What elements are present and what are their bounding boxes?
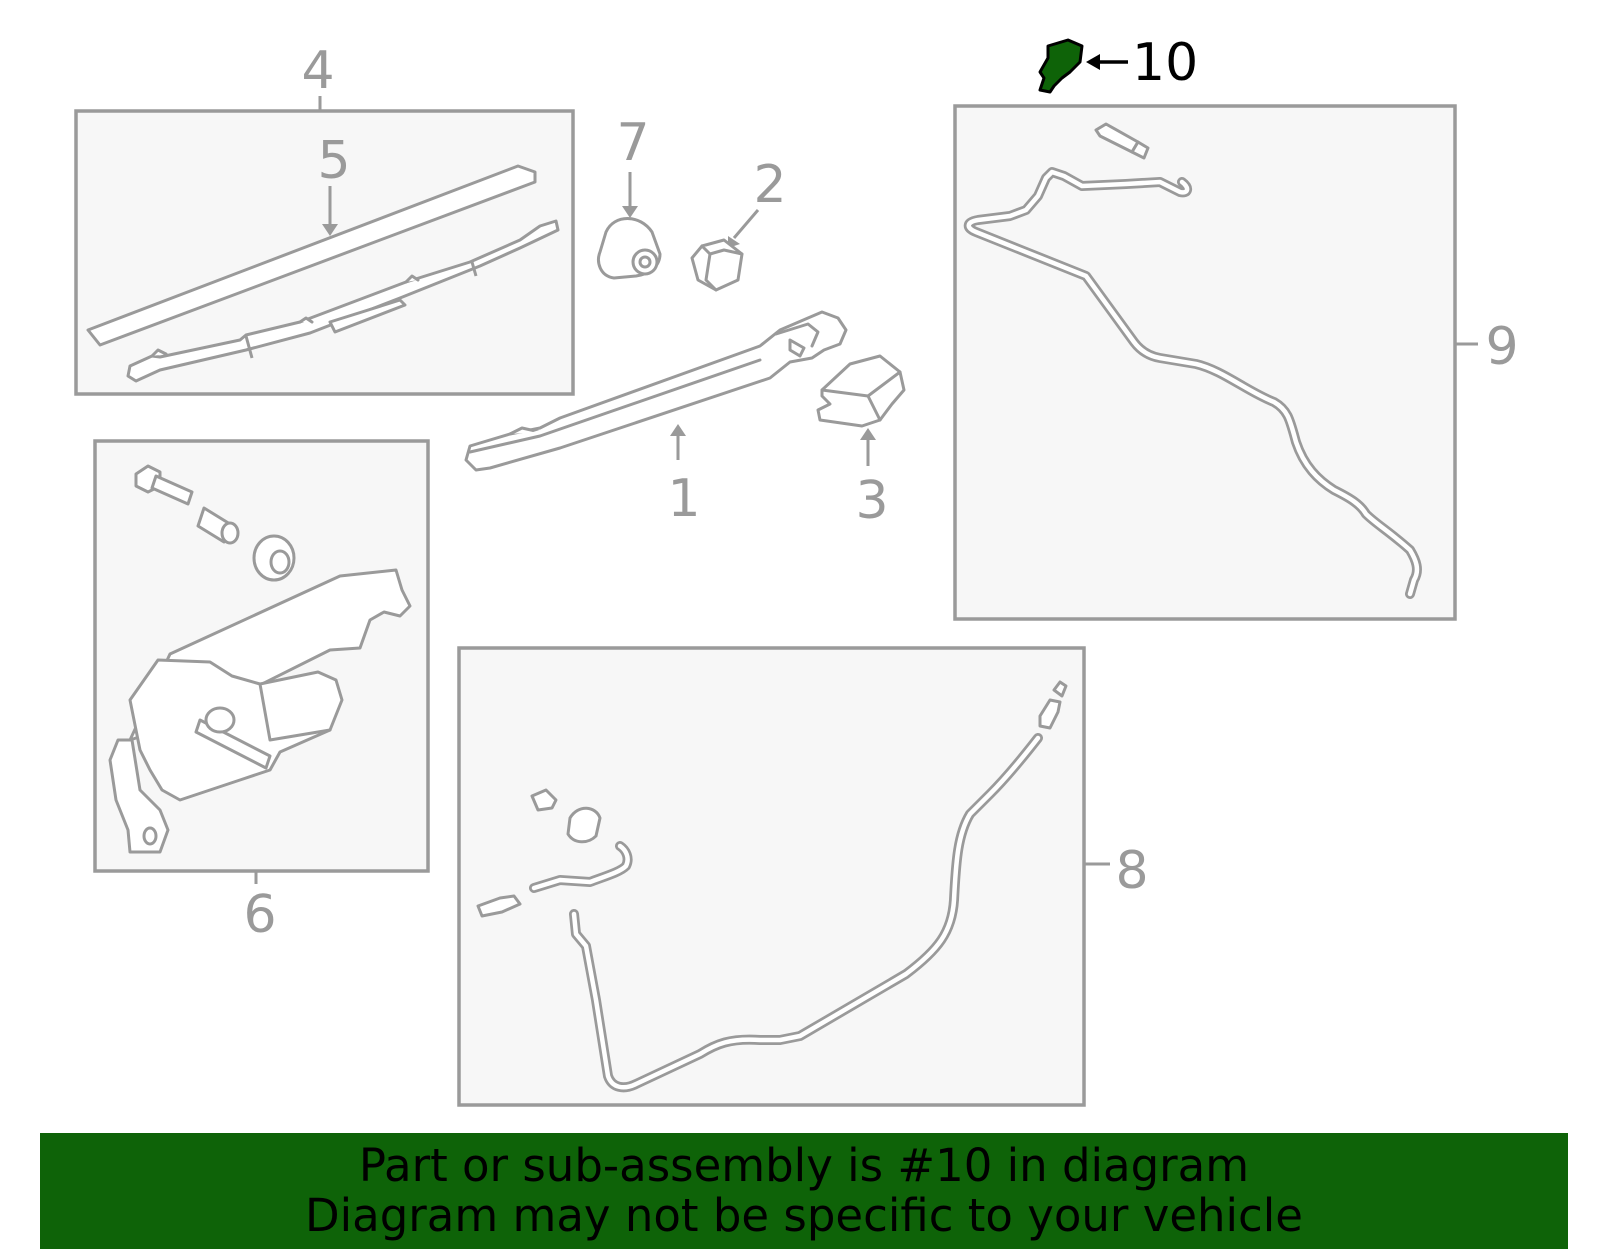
callout-9: 9 <box>1485 317 1518 377</box>
callout-10: 10 <box>1132 33 1198 93</box>
banner-line-2: Diagram may not be specific to your vehi… <box>305 1189 1303 1242</box>
highlighted-part-10: 10 <box>1038 33 1198 94</box>
callout-1: 1 <box>667 469 700 529</box>
wiper-blade-body <box>126 219 560 383</box>
callout-4: 4 <box>301 41 334 101</box>
callout-6: 6 <box>243 885 276 945</box>
wiper-blade-refill-part-5: 5 <box>86 131 537 347</box>
group-box-4: 4 <box>74 41 575 396</box>
callout-2: 2 <box>753 155 786 215</box>
callout-7: 7 <box>616 113 649 173</box>
info-banner: Part or sub-assembly is #10 in diagram D… <box>40 1133 1568 1249</box>
washer-hose-9 <box>963 122 1422 599</box>
callout-5: 5 <box>317 131 350 191</box>
washer-hose-8 <box>476 680 1068 1093</box>
callout-8: 8 <box>1115 841 1148 901</box>
arm-cover-part-3: 3 <box>816 354 906 531</box>
callout-3: 3 <box>855 471 888 531</box>
group-box-8: 8 <box>457 646 1149 1107</box>
cap-part-7: 7 <box>597 113 662 280</box>
wiper-arm-part-1: 1 <box>464 310 848 529</box>
nozzle-part-10 <box>1038 38 1084 94</box>
banner-line-1: Part or sub-assembly is #10 in diagram <box>358 1139 1250 1192</box>
group-box-9: 9 <box>953 104 1519 621</box>
nut-part-2: 2 <box>690 155 787 292</box>
group-box-6: 6 <box>93 439 430 945</box>
